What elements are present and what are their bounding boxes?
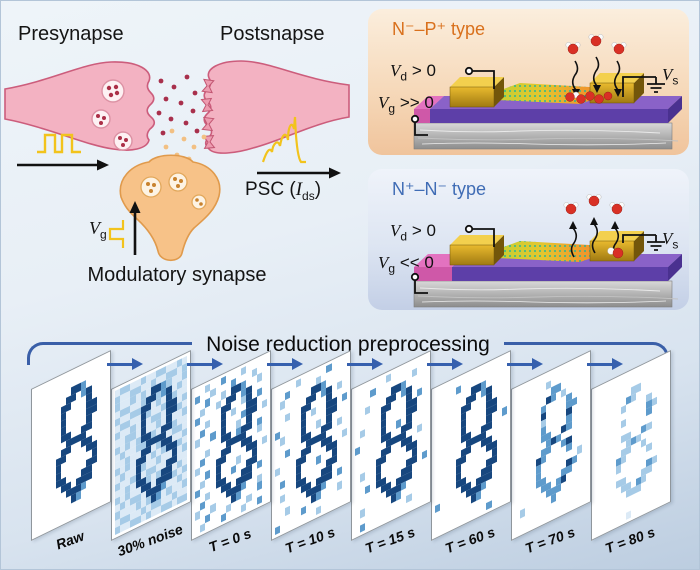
silicon-substrate xyxy=(413,280,679,308)
drain-electrode xyxy=(449,77,504,108)
np-type-title: N⁻–P⁺ type xyxy=(392,19,486,39)
digit-grid xyxy=(35,356,107,535)
modulatory-vesicle-dots xyxy=(146,177,203,206)
gate-wire xyxy=(410,272,428,294)
vesicle-neurotransmitters xyxy=(96,84,128,147)
up-arrow-icon xyxy=(129,201,141,255)
input-pulse-waveform-icon xyxy=(37,133,81,154)
silicon-substrate xyxy=(413,122,679,150)
nn-vg-label: Vg << 0 xyxy=(378,253,434,276)
digit-grid xyxy=(435,356,507,535)
np-vd-label: Vd > 0 xyxy=(390,61,436,84)
receptor-icons xyxy=(200,78,216,149)
output-arrow-icon xyxy=(257,167,341,179)
2d-channel-lattice xyxy=(476,241,624,262)
psc-current-symbol: I xyxy=(295,179,303,200)
device-panel-np-type: N⁻–P⁺ type Vd > 0 Vg >> 0 Vs xyxy=(368,9,689,155)
presynapse-label: Presynapse xyxy=(18,23,124,45)
input-arrow-icon xyxy=(17,159,109,171)
noise-frame-7 xyxy=(591,349,671,541)
psc-label: PSC (Ids) xyxy=(245,179,321,203)
adsorbed-molecules xyxy=(565,91,613,104)
noise-frame-6 xyxy=(511,349,591,541)
right-arrow-icon xyxy=(187,357,223,372)
nn-vs-label: Vs xyxy=(662,229,679,252)
nn-vd-label: Vd > 0 xyxy=(390,221,436,244)
nn-device-drawing xyxy=(410,194,682,308)
digit-grid xyxy=(515,356,587,535)
noise-frame-0 xyxy=(31,349,111,541)
right-arrow-icon xyxy=(427,357,463,372)
right-arrow-icon xyxy=(587,357,623,372)
synapse-schematic-panel: Presynapse Postsnapse PSC (Ids) Vg Modul… xyxy=(1,1,353,313)
synapse-drawing xyxy=(4,60,350,262)
nn-type-title: N⁺–N⁻ type xyxy=(392,179,487,199)
right-arrow-icon xyxy=(107,357,143,372)
right-arrow-icon xyxy=(347,357,383,372)
noise-frame-2 xyxy=(191,349,271,541)
psc-suffix: ) xyxy=(314,179,322,200)
drain-electrode xyxy=(449,235,504,266)
vg-subscript: g xyxy=(100,227,107,242)
noise-frame-3 xyxy=(271,349,351,541)
device-panel-nn-type: N⁺–N⁻ type Vd > 0 Vg << 0 Vs xyxy=(368,169,689,310)
modulatory-synapse-label: Modulatory synapse xyxy=(87,264,267,286)
np-vg-label: Vg >> 0 xyxy=(378,93,434,116)
digit-grid xyxy=(195,356,267,535)
ground-icon xyxy=(622,76,665,97)
drain-wire xyxy=(464,66,495,89)
gate-voltage-label: Vg xyxy=(89,218,107,242)
postsynapse-shape xyxy=(203,60,350,154)
psc-prefix: PSC ( xyxy=(245,179,296,200)
bracket-left-curl xyxy=(27,342,193,365)
vesicle xyxy=(91,79,133,151)
gate-pulse-icon xyxy=(108,220,125,248)
noise-frame-4 xyxy=(351,349,431,541)
digit-grid xyxy=(275,356,347,536)
right-arrow-icon xyxy=(267,357,303,372)
noise-frame-1 xyxy=(111,349,191,541)
water-molecule-icons xyxy=(563,194,625,215)
vg-symbol: V xyxy=(89,218,100,238)
psc-waveform-icon xyxy=(261,116,306,164)
ground-icon xyxy=(622,234,665,251)
digit-grid xyxy=(355,356,427,535)
np-vs-label: Vs xyxy=(662,65,679,88)
noise-section-title: Noise reduction preprocessing xyxy=(206,333,490,356)
postsynapse-label: Postsnapse xyxy=(220,23,325,45)
gate-wire xyxy=(410,114,428,136)
modulatory-vesicles xyxy=(140,172,207,210)
psc-subscript: ds xyxy=(302,188,315,203)
right-arrow-icon xyxy=(507,357,543,372)
drain-wire xyxy=(464,224,495,247)
water-molecule-icons xyxy=(565,34,627,55)
np-device-drawing xyxy=(410,34,682,150)
digit-grid xyxy=(595,356,667,535)
noise-frame-5 xyxy=(431,349,511,541)
digit-grid xyxy=(115,355,187,536)
surface-molecule xyxy=(607,247,624,259)
cleft-dots-red xyxy=(156,74,200,136)
